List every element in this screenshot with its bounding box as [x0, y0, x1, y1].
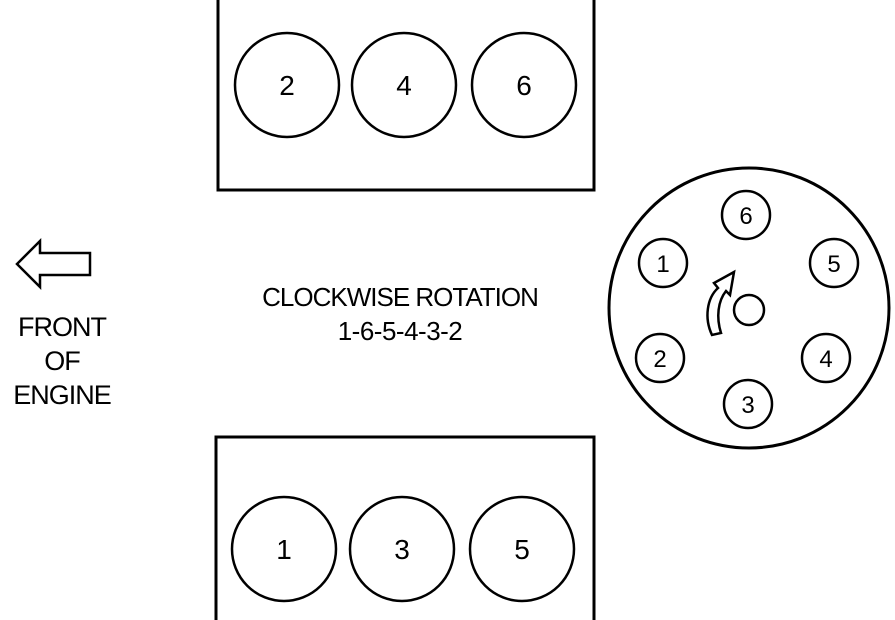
lower-bank-outline — [214, 435, 596, 620]
cylinder-number: 5 — [514, 534, 530, 565]
terminal-circle — [800, 332, 852, 384]
arrow-left-icon — [15, 237, 92, 291]
rotation-caption: CLOCKWISE ROTATION 1-6-5-4-3-2 — [262, 282, 539, 346]
terminal-circle — [720, 189, 772, 241]
rotation-direction: CLOCKWISE ROTATION — [262, 282, 538, 312]
terminal-number: 2 — [653, 346, 666, 373]
terminal-number: 3 — [741, 392, 754, 419]
distributor-cap: 6 1 5 2 4 3 — [607, 166, 891, 450]
terminal-number: 6 — [739, 203, 752, 230]
terminal-circle — [634, 332, 686, 384]
terminal-number: 5 — [827, 251, 840, 278]
cylinder-number: 1 — [276, 534, 292, 565]
upper-bank-outline — [216, 0, 596, 192]
front-label-line1: FRONT — [18, 312, 106, 342]
front-label-line3: ENGINE — [13, 380, 111, 410]
terminal-number: 4 — [819, 346, 832, 373]
terminal-circle — [808, 237, 860, 289]
cylinder-circle — [470, 31, 578, 139]
rotor-shaft — [732, 293, 766, 327]
front-of-engine-indicator: FRONT OF ENGINE — [13, 237, 112, 410]
terminal-circle — [722, 378, 774, 430]
distributor-cap-outline — [607, 166, 891, 450]
front-label-line2: OF — [44, 346, 80, 376]
cylinder-circle — [350, 31, 458, 139]
lower-cylinder-bank: 1 3 5 — [214, 435, 596, 620]
cylinder-number: 2 — [279, 70, 295, 101]
cylinder-number: 6 — [516, 70, 532, 101]
firing-order: 1-6-5-4-3-2 — [338, 316, 463, 346]
cylinder-circle — [233, 31, 341, 139]
cylinder-circle — [230, 495, 338, 603]
upper-cylinder-bank: 2 4 6 — [216, 0, 596, 192]
cylinder-number: 3 — [394, 534, 410, 565]
cylinder-circle — [468, 495, 576, 603]
cylinder-number: 4 — [396, 70, 412, 101]
rotation-arrow-icon — [706, 269, 736, 337]
terminal-number: 1 — [656, 251, 669, 278]
terminal-circle — [637, 237, 689, 289]
cylinder-circle — [348, 495, 456, 603]
